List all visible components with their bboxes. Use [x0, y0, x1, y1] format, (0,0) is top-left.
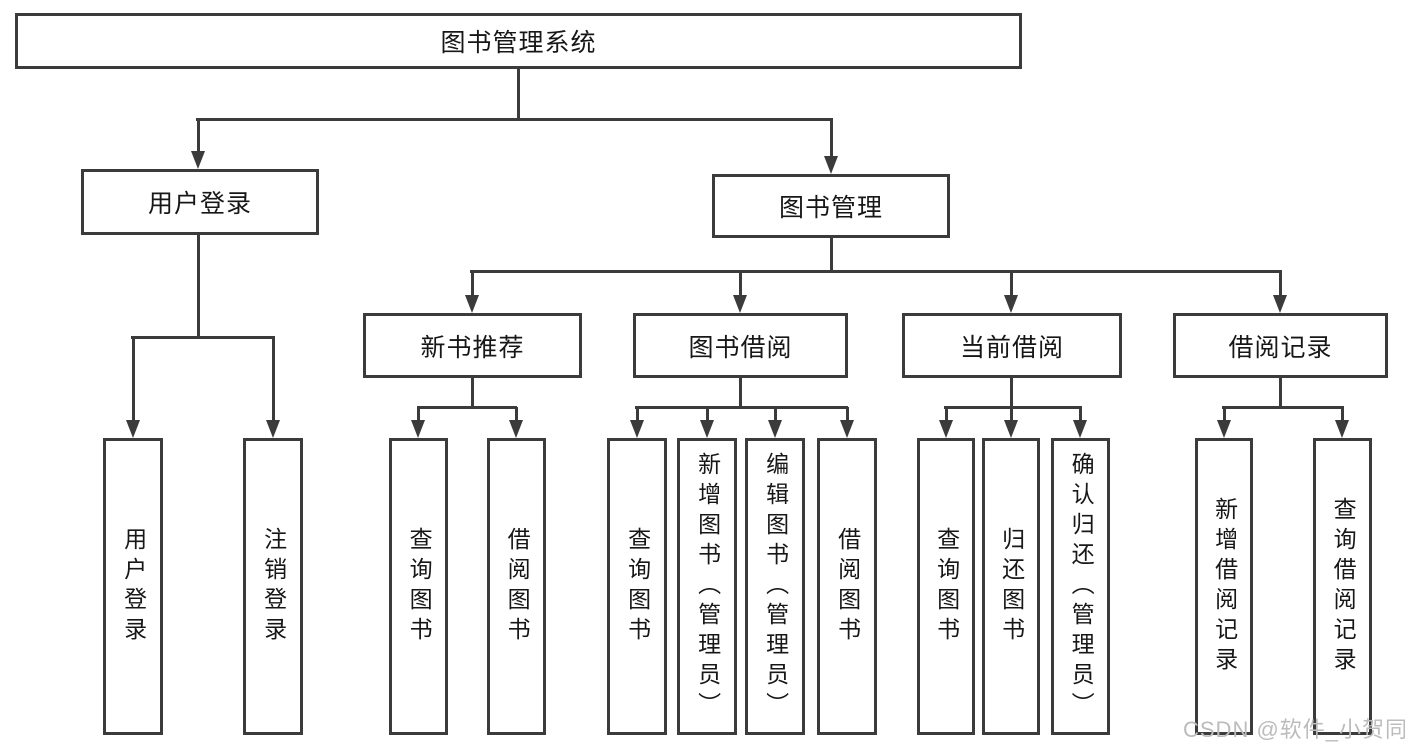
- node-label: 新书推荐: [420, 333, 525, 362]
- connector-arrow: [465, 271, 479, 313]
- leaf-query-books-current: 查询图书: [917, 438, 975, 735]
- connector-line: [635, 405, 848, 409]
- node-new-book-recommendation: 新书推荐: [363, 313, 582, 378]
- node-borrowing-records: 借阅记录: [1173, 313, 1388, 378]
- node-label: 确认归还（管理员）: [1068, 451, 1095, 722]
- leaf-edit-book-admin: 编辑图书（管理员）: [745, 438, 805, 735]
- connector-arrow: [1217, 407, 1231, 438]
- connector-arrow: [1073, 407, 1087, 438]
- connector-arrow: [1335, 407, 1349, 438]
- connector-arrow: [1004, 407, 1018, 438]
- node-label: 借阅图书: [834, 526, 861, 647]
- connector-line: [470, 378, 474, 407]
- node-label: 图书借阅: [688, 333, 793, 362]
- csdn-watermark: CSDN @软件_小贺同学: [1183, 717, 1405, 742]
- leaf-query-books-borrow: 查询图书: [607, 438, 667, 735]
- connector-arrow: [824, 119, 838, 174]
- connector-arrow: [191, 119, 205, 169]
- connector-line: [196, 235, 200, 337]
- node-label: 用户登录: [120, 526, 147, 647]
- node-label: 查询图书: [624, 526, 651, 647]
- connector-arrow: [411, 407, 425, 438]
- connector-arrow: [126, 337, 140, 438]
- connector-arrow: [630, 407, 644, 438]
- node-book-management: 图书管理: [712, 174, 950, 238]
- leaf-borrow-books: 借阅图书: [817, 438, 877, 735]
- connector-arrow: [1004, 271, 1018, 313]
- connector-line: [1222, 405, 1344, 409]
- leaf-query-borrow-record: 查询借阅记录: [1313, 438, 1372, 735]
- node-label: 图书管理系统: [440, 29, 597, 57]
- node-label: 图书管理: [778, 194, 883, 222]
- connector-line: [417, 405, 517, 409]
- node-label: 当前借阅: [959, 333, 1064, 362]
- connector-line: [516, 69, 520, 119]
- connector-line: [944, 405, 1082, 409]
- leaf-user-login: 用户登录: [103, 438, 163, 735]
- node-label: 借阅图书: [504, 526, 531, 647]
- connector-arrow: [939, 407, 953, 438]
- leaf-add-book-admin: 新增图书（管理员）: [677, 438, 737, 735]
- node-user-login: 用户登录: [81, 169, 319, 235]
- leaf-confirm-return-admin: 确认归还（管理员）: [1051, 438, 1110, 735]
- node-label: 新增借阅记录: [1211, 496, 1238, 677]
- connector-line: [738, 378, 742, 407]
- connector-arrow: [733, 271, 747, 313]
- node-label: 查询图书: [406, 526, 433, 647]
- connector-line: [470, 269, 1282, 273]
- node-book-borrowing: 图书借阅: [633, 313, 848, 378]
- node-label: 归还图书: [998, 526, 1025, 647]
- node-label: 查询图书: [933, 526, 960, 647]
- leaf-query-books-recommend: 查询图书: [389, 438, 448, 735]
- connector-line: [1009, 378, 1013, 407]
- connector-arrow: [266, 337, 280, 438]
- node-label: 借阅记录: [1228, 333, 1333, 362]
- leaf-return-book: 归还图书: [982, 438, 1040, 735]
- connector-arrow: [509, 407, 523, 438]
- node-current-borrowing: 当前借阅: [902, 313, 1122, 378]
- node-library-management-system: 图书管理系统: [15, 13, 1022, 69]
- connector-line: [131, 335, 275, 339]
- connector-arrow: [840, 407, 854, 438]
- connector-line: [829, 238, 833, 271]
- leaf-logout: 注销登录: [243, 438, 303, 735]
- node-label: 编辑图书（管理员）: [762, 451, 789, 722]
- leaf-borrow-books-recommend: 借阅图书: [487, 438, 546, 735]
- connector-line: [196, 117, 833, 121]
- connector-arrow: [700, 407, 714, 438]
- connector-arrow: [1273, 271, 1287, 313]
- connector-line: [1278, 378, 1282, 407]
- node-label: 查询借阅记录: [1330, 496, 1357, 677]
- leaf-add-borrow-record: 新增借阅记录: [1195, 438, 1253, 735]
- node-label: 注销登录: [260, 526, 287, 647]
- node-label: 新增图书（管理员）: [694, 451, 721, 722]
- connector-arrow: [768, 407, 782, 438]
- node-label: 用户登录: [147, 190, 252, 218]
